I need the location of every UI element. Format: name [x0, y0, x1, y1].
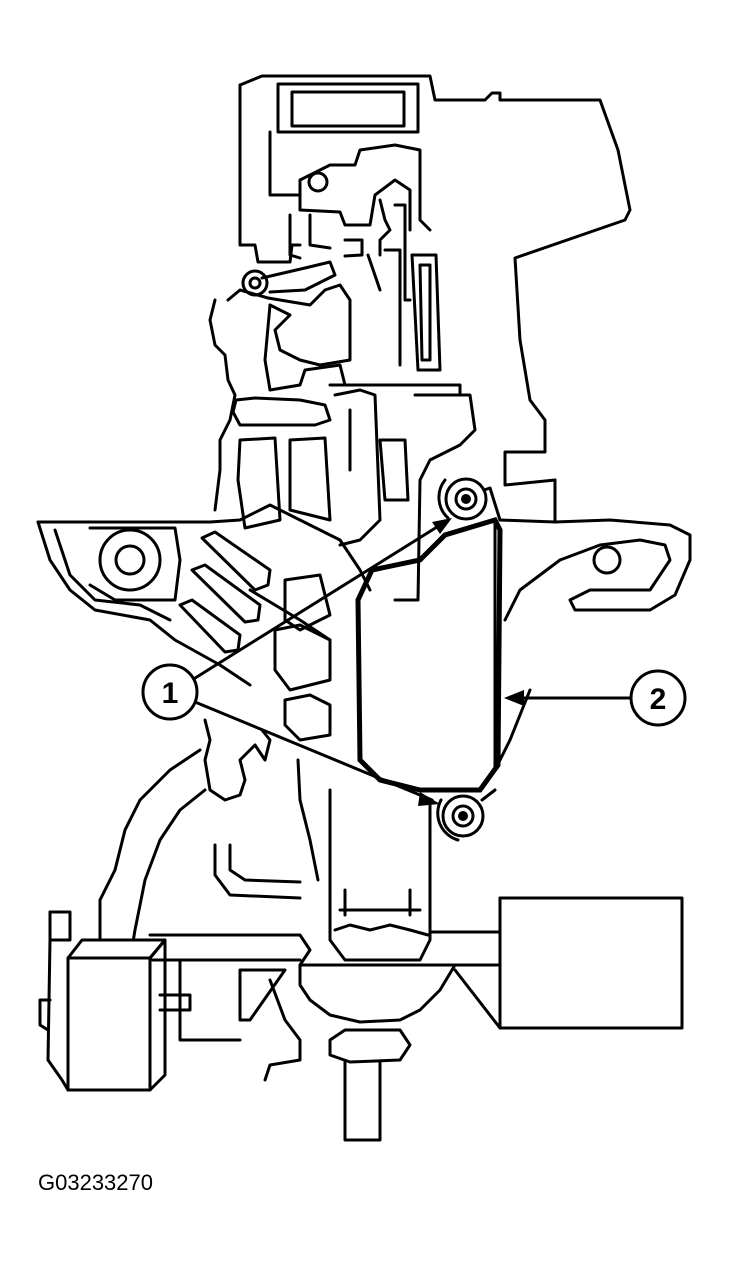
- callout-2-leader: [504, 690, 637, 706]
- column-body: [231, 388, 477, 602]
- lower-column: [98, 718, 684, 1142]
- mounting-flange: [36, 503, 372, 742]
- callout-1-leaders: [190, 518, 452, 806]
- column-upper-housing: [238, 74, 632, 524]
- figure-id: G03233270: [38, 1170, 153, 1195]
- wiring-connector: [38, 910, 167, 1092]
- upper-bolt: [437, 477, 488, 521]
- callout-2: 2: [629, 669, 687, 727]
- callout-1: 1: [141, 663, 199, 721]
- ignition-lock-area: [208, 260, 352, 512]
- right-mounting-flange: [498, 478, 692, 622]
- callout-2-label: 2: [650, 683, 667, 716]
- lower-bolt: [436, 788, 497, 842]
- module-component: [355, 486, 532, 793]
- callout-1-label: 1: [162, 677, 179, 710]
